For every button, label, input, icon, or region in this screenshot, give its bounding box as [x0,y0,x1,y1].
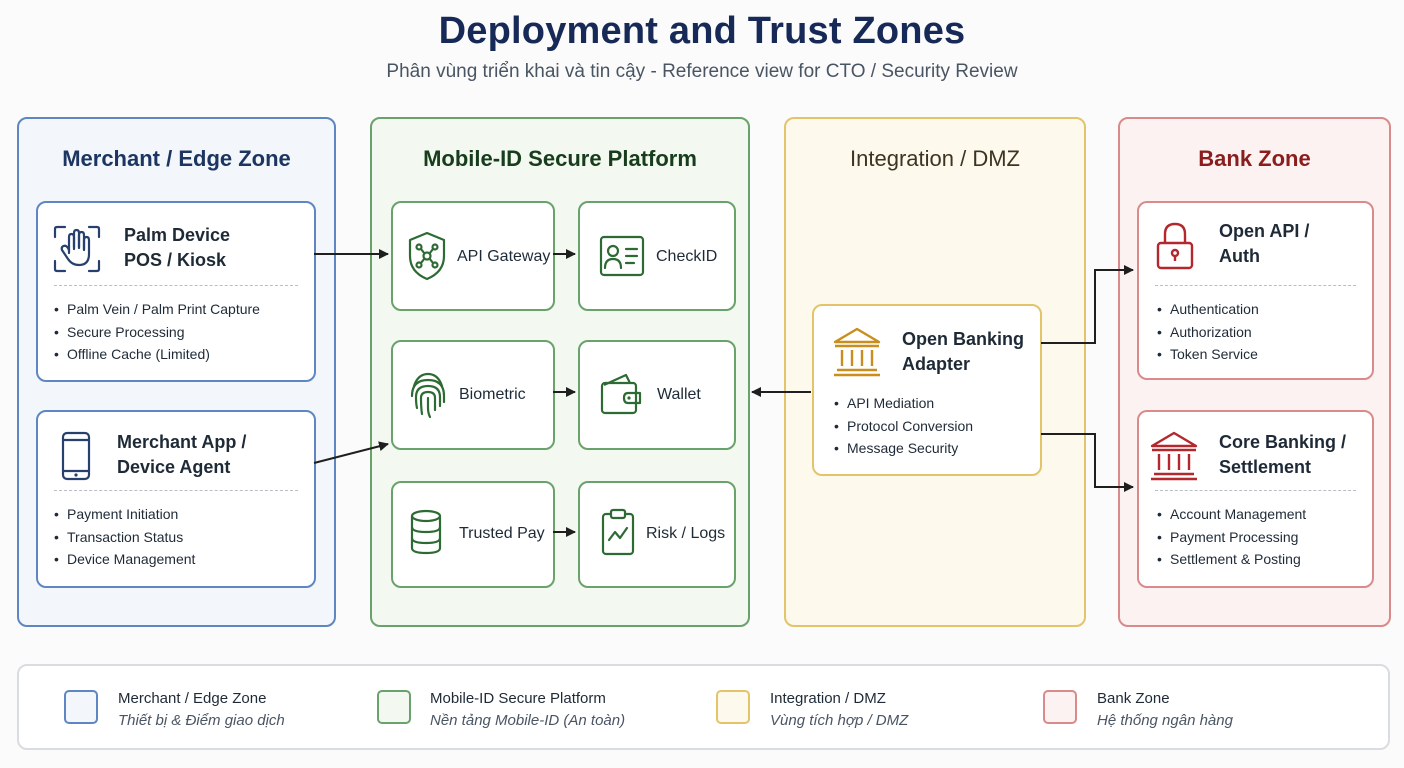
zone-title-integration: Integration / DMZ [850,146,1020,171]
list-item: Token Service [1157,343,1259,366]
divider [54,285,298,286]
divider [1155,490,1356,491]
legend-subtitle: Hệ thống ngân hàng [1097,712,1233,729]
list-item: Settlement & Posting [1157,548,1306,571]
list-item: Protocol Conversion [834,415,973,438]
service-biometric[interactable]: Biometric [391,340,555,450]
list-item: Account Management [1157,503,1306,526]
list-item: Palm Vein / Palm Print Capture [54,298,260,321]
zone-integration-dmz: Integration / DMZ Open Banking Adapter A… [784,117,1086,627]
list-item: Authorization [1157,321,1259,344]
page-title: Deployment and Trust Zones [438,10,966,52]
smartphone-icon [60,431,92,486]
list-item: Payment Processing [1157,526,1306,549]
zone-title-merchant: Merchant / Edge Zone [62,146,291,171]
legend-swatch-bank [1043,690,1077,724]
database-icon [409,509,443,560]
service-wallet[interactable]: Wallet [578,340,736,450]
card-title-core-banking: Core Banking / Settlement [1219,432,1347,477]
service-checkid[interactable]: CheckID [578,201,736,311]
bank-building-icon [832,326,882,383]
zone-bank: Bank Zone Open API / Auth Authentication… [1118,117,1391,627]
list-item: Device Management [54,548,195,571]
shield-network-icon [407,230,447,287]
id-card-icon [599,235,645,282]
card-title-open-api: Open API / Auth [1219,221,1310,266]
divider [54,490,298,491]
card-core-banking[interactable]: Core Banking / Settlement Account Manage… [1137,410,1374,588]
service-risk-logs[interactable]: Risk / Logs [578,481,736,588]
legend-subtitle: Thiết bị & Điểm giao dịch [118,712,285,729]
fingerprint-icon [408,370,448,425]
bank-building-icon [1149,430,1199,487]
adapter-features: API Mediation Protocol Conversion Messag… [834,392,973,460]
service-label-wallet: Wallet [657,386,701,403]
page-subtitle: Phân vùng triển khai và tin cậy - Refere… [386,61,1018,82]
zone-title-platform: Mobile-ID Secure Platform [423,146,697,171]
legend-swatch-merchant [64,690,98,724]
wallet-icon [600,371,642,422]
service-trusted-pay[interactable]: Trusted Pay [391,481,555,588]
lock-icon [1155,221,1195,276]
legend-subtitle: Vùng tích hợp / DMZ [770,712,909,729]
legend-title: Integration / DMZ [770,690,886,707]
legend-title: Bank Zone [1097,690,1170,707]
palm-scan-icon [51,223,103,280]
zone-mobile-id-platform: Mobile-ID Secure Platform API Gateway Ch… [370,117,750,627]
card-open-api-auth[interactable]: Open API / Auth Authentication Authoriza… [1137,201,1374,380]
service-label-risk-logs: Risk / Logs [646,525,726,542]
divider [1155,285,1356,286]
card-open-banking-adapter[interactable]: Open Banking Adapter API Mediation Proto… [812,304,1042,476]
service-label-api-gateway: API Gateway [457,248,551,265]
merchant-app-features: Payment Initiation Transaction Status De… [54,503,195,571]
list-item: Offline Cache (Limited) [54,343,260,366]
card-title-palm-device: Palm Device POS / Kiosk [124,225,231,270]
service-label-biometric: Biometric [459,386,526,403]
core-banking-features: Account Management Payment Processing Se… [1157,503,1306,571]
legend-swatch-integration [716,690,750,724]
list-item: Message Security [834,437,973,460]
legend-title: Mobile-ID Secure Platform [430,690,606,707]
service-label-trusted-pay: Trusted Pay [459,525,545,542]
clipboard-chart-icon [600,508,636,561]
card-merchant-app[interactable]: Merchant App / Device Agent Payment Init… [36,410,316,588]
legend-subtitle: Nền tảng Mobile-ID (An toàn) [430,712,626,729]
card-palm-device[interactable]: Palm Device POS / Kiosk Palm Vein / Palm… [36,201,316,382]
service-label-checkid: CheckID [656,248,718,265]
zone-title-bank: Bank Zone [1198,146,1311,171]
legend-title: Merchant / Edge Zone [118,690,267,707]
legend: Merchant / Edge Zone Thiết bị & Điểm gia… [17,664,1390,750]
palm-device-features: Palm Vein / Palm Print Capture Secure Pr… [54,298,260,366]
service-api-gateway[interactable]: API Gateway [391,201,555,311]
list-item: API Mediation [834,392,973,415]
card-title-merchant-app: Merchant App / Device Agent [117,432,247,477]
list-item: Secure Processing [54,321,260,344]
zone-merchant-edge: Merchant / Edge Zone Palm Device POS / K… [17,117,336,627]
list-item: Authentication [1157,298,1259,321]
list-item: Transaction Status [54,526,195,549]
open-api-features: Authentication Authorization Token Servi… [1157,298,1259,366]
card-title-adapter: Open Banking Adapter [902,329,1025,374]
legend-swatch-platform [377,690,411,724]
list-item: Payment Initiation [54,503,195,526]
